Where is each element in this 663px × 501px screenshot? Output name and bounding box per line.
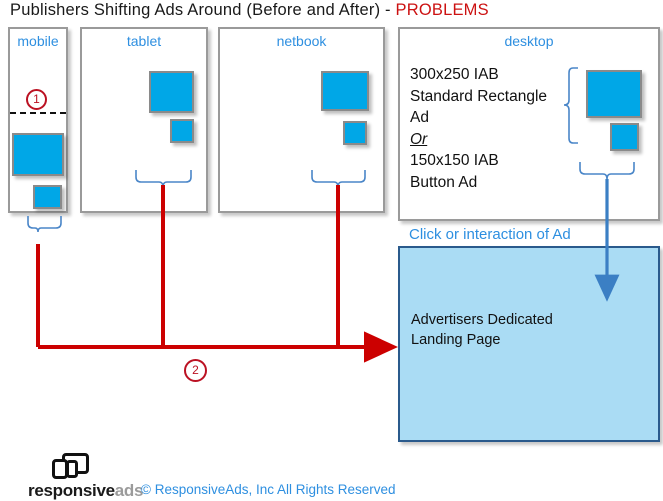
page-title-main: Publishers Shifting Ads Around (Before a… [10,1,396,19]
panel-mobile[interactable]: mobile [8,27,68,213]
responsiveads-logo-icon [52,453,89,479]
panel-label-netbook: netbook [276,33,327,49]
ad-netbook-large[interactable] [321,71,369,111]
ad-desktop-small[interactable] [610,123,639,151]
ad-tablet-large[interactable] [149,71,194,113]
ad-netbook-small[interactable] [343,121,367,145]
spec-line-1: 300x250 IAB [410,66,499,83]
logo-word-secondary: ads [114,481,144,500]
spec-line-5: 150x150 IAB [410,152,499,169]
marker-2: 2 [184,359,207,382]
ad-mobile-large[interactable] [12,133,64,176]
panel-label-mobile: mobile [17,33,59,49]
marker-1: 1 [26,89,47,110]
responsiveads-wordmark: responsiveads [28,481,143,501]
desktop-ad-spec-text: 300x250 IAB Standard Rectangle Ad Or 150… [410,64,547,193]
page-title: Publishers Shifting Ads Around (Before a… [10,1,489,20]
ad-tablet-small[interactable] [170,119,194,143]
spec-line-or: Or [410,130,428,148]
spec-line-3: Ad [410,109,429,126]
spec-line-6: Button Ad [410,173,478,191]
landing-page-text: Advertisers Dedicated Landing Page [411,310,553,350]
landing-line-1: Advertisers Dedicated [411,312,553,328]
panel-netbook[interactable]: netbook [218,27,385,213]
panel-label-desktop: desktop [504,33,554,49]
ad-mobile-small[interactable] [33,185,62,209]
click-interaction-label: Click or interaction of Ad [409,226,571,243]
brace-mobile [27,216,62,233]
mobile-fold-dashed-line [10,112,66,114]
logo-word-primary: responsive [28,481,115,500]
copyright-text: © ResponsiveAds, Inc All Rights Reserved [141,482,396,497]
page-title-highlight: PROBLEMS [395,1,489,19]
panel-label-tablet: tablet [126,33,162,49]
landing-line-2: Landing Page [411,332,501,348]
ad-desktop-large[interactable] [586,70,642,118]
spec-line-2: Standard Rectangle [410,87,548,105]
